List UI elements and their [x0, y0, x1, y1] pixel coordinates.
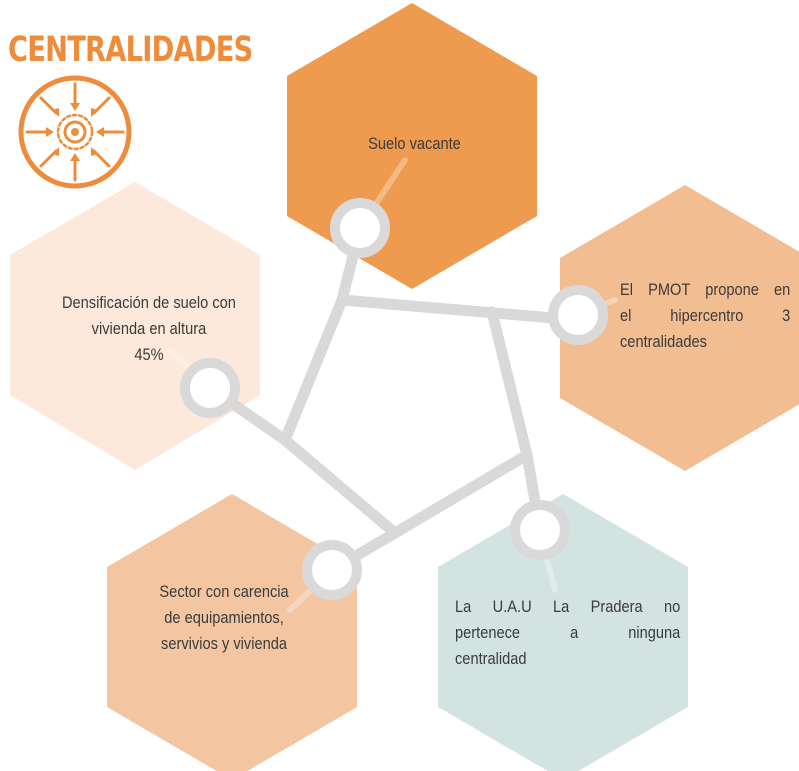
connector-rings	[180, 198, 608, 600]
label-line: La U.A.U La Pradera no	[455, 597, 681, 616]
centrality-arrows-icon	[18, 75, 132, 189]
label-line: Sector con carencia	[159, 582, 289, 601]
ring-suelo-vacante	[330, 198, 390, 258]
label-line: El PMOT propone en	[620, 280, 791, 299]
label-line: 45%	[134, 345, 164, 364]
ring-densificacion	[180, 358, 240, 418]
label-line: servivios y vivienda	[161, 634, 288, 653]
connector-network	[204, 222, 559, 576]
label-line: el hipercentro 3	[620, 306, 791, 325]
label-line: de equipamientos,	[164, 608, 284, 627]
label-line: centralidades	[620, 332, 707, 351]
ring-uau	[510, 500, 570, 560]
label-uau: La U.A.U La Pradera no pertenece a ningu…	[455, 594, 680, 672]
ring-pmot	[548, 285, 608, 345]
label-sector: Sector con carencia de equipamientos, se…	[126, 579, 322, 657]
label-line: pertenece a ninguna	[455, 623, 681, 642]
label-line: vivienda en altura	[91, 319, 207, 338]
label-densificacion: Densificación de suelo con vivienda en a…	[32, 290, 266, 368]
hex-sector	[107, 494, 357, 771]
label-line: centralidad	[455, 649, 527, 668]
ring-sector	[302, 540, 362, 600]
hex-uau	[438, 494, 688, 771]
hex-pmot	[560, 185, 799, 471]
label-suelo-vacante: Suelo vacante	[356, 131, 473, 157]
page-title: CENTRALIDADES	[8, 30, 253, 70]
label-line: Suelo vacante	[368, 134, 461, 153]
label-line: Densificación de suelo con	[61, 293, 236, 312]
label-pmot: El PMOT propone en el hipercentro 3 cent…	[620, 277, 790, 355]
